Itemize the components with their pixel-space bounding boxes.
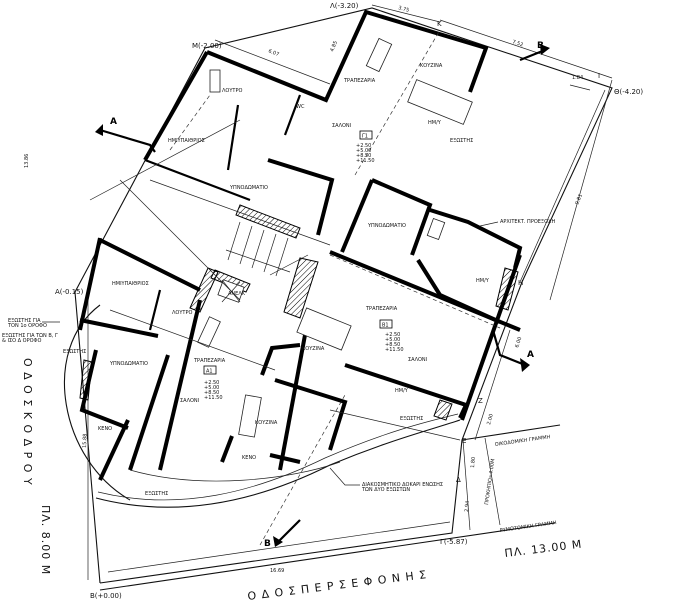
room-label: ΗΜ/Υ (428, 120, 442, 126)
room-label: ΚΟΥΖΙΝΑ (420, 63, 443, 69)
corner-point-labels: Α(-0.15) Β(+0.00) Γ(-5.87) Δ Ε Ζ Η Θ(-4.… (55, 2, 643, 600)
room-label: ΛΟΥΤΡΟ (222, 88, 242, 94)
room-label: ΗΜΙΥΠΑΙΘΡΙΟΣ (112, 281, 149, 287)
dimension: 15.88 (82, 434, 88, 449)
room-label: ΣΑΛΟΝΙ (332, 123, 351, 129)
unit-id: Β1 (382, 323, 389, 329)
level: +11.50 (385, 347, 404, 353)
dimension: 4.85 (329, 40, 339, 53)
level: +5.00 (385, 337, 400, 343)
section-a-right: A (527, 350, 534, 360)
street-width-left: ΠΛ. 8.00 Μ (39, 505, 52, 575)
level: +8.50 (356, 153, 371, 159)
room-label: ΚΕΝΟ (98, 426, 112, 432)
room-label: WC (296, 104, 305, 110)
dimension-texts: 3.75 7.52 6.07 4.85 1.84 9.81 6.00 2.00 … (24, 5, 584, 574)
building-line-label: ΟΙΚΟΔΟΜΙΚΗ ΓΡΑΜΜΗ (494, 434, 551, 448)
section-b-bottom: B (264, 539, 271, 549)
balcony-curves (63, 304, 461, 508)
room-label: ΤΡΑΠΕΖΑΡΙΑ (193, 358, 226, 364)
room-label: ΥΠΝΟΔΩΜΑΤΙΟ (109, 361, 148, 367)
section-b-top: B (537, 41, 544, 51)
level: +8.50 (204, 390, 219, 396)
room-label: ΕΞΩΣΤΗΣ (145, 491, 168, 497)
point-label: Λ(-3.20) (330, 2, 359, 10)
point-label: Θ(-4.20) (614, 88, 643, 96)
point-label: Η (518, 279, 523, 287)
level: +11.50 (204, 395, 223, 401)
dimension: 2.94 (464, 501, 471, 513)
level: +5.00 (356, 148, 371, 154)
point-label: Ζ (478, 397, 483, 405)
dimension-lines (89, 4, 591, 546)
room-label: ΥΠΝΟΔΩΜΑΤΙΟ (367, 223, 406, 229)
setback-label: ΠΡΟΚΗΠΙΟ=4.00Μ (484, 458, 496, 505)
unit-id: Α1 (206, 369, 213, 375)
street-line-label: ΡΥΜΟΤΟΜΙΚΗ ΓΡΑΜΜΗ (499, 520, 557, 534)
dimension: 2.00 (486, 413, 495, 425)
note: & ΙΣΟ Δ ΟΡΟΦΟ (2, 338, 41, 344)
street-name-left: Ο Δ Ο Σ Κ Ο Δ Ρ Ο Υ (21, 358, 34, 486)
room-label: ΚΟΥΖΙΝΑ (255, 420, 278, 426)
dimension: 6.07 (267, 48, 280, 58)
room-label: ΣΑΛΟΝΙ (408, 357, 427, 363)
point-label: Ι (598, 72, 600, 80)
dimension: 1.84 (572, 75, 583, 81)
dimension: 7.52 (511, 39, 523, 48)
dimension: 6.00 (514, 336, 523, 348)
furniture (197, 37, 473, 438)
room-label: ΚΟΥΖΙΝΑ (302, 346, 325, 352)
note: ΔΙΑΚΟΣΜΗΤΙΚΟ ΔΟΚΑΡΙ ΕΝΩΣΗΣ (362, 482, 443, 488)
dimension: 1.80 (470, 457, 477, 469)
room-label: ΣΑΛΟΝΙ (180, 398, 199, 404)
dimension: 9.81 (574, 193, 584, 206)
staircase (79, 204, 519, 421)
level: +2.50 (385, 332, 400, 338)
level: +5.00 (204, 385, 219, 391)
plot-boundary (74, 7, 613, 591)
room-label: ΗΜ/Υ (395, 388, 409, 394)
street-labels: Ο Δ Ο Σ Κ Ο Δ Ρ Ο Υ ΠΛ. 8.00 Μ Ο Δ Ο Σ Π… (21, 358, 583, 600)
point-label: Γ(-5.87) (440, 538, 468, 546)
note: ΑΡΧΙΤΕΚΤ. ΠΡΟΕΞΟΧΗ (500, 219, 555, 225)
point-label: Ε (462, 437, 466, 445)
room-label: ΕΞΩΣΤΗΣ (400, 416, 423, 422)
room-label: ΤΡΑΠΕΖΑΡΙΑ (365, 306, 398, 312)
note: ΤΩΝ ΔΥΟ ΕΞΩΣΤΩΝ (361, 487, 410, 493)
point-label: Κ (437, 20, 442, 28)
dimension: 16.69 (270, 568, 284, 574)
street-width-bottom: ΠΛ. 13.00 Μ (504, 538, 583, 560)
room-label: ΛΟΥΤΡΟ (172, 310, 192, 316)
dimension: 3.75 (397, 5, 409, 14)
dimension: 13.86 (24, 154, 30, 168)
level: +8.50 (385, 342, 400, 348)
unit-tags: Γ1 +2.50 +5.00 +8.50 +11.50 Β1 +2.50 +5.… (203, 130, 404, 401)
level: +2.50 (356, 143, 371, 149)
room-label: ΑΝΕΛΚ (228, 291, 246, 297)
room-label: ΥΠΝΟΔΩΜΑΤΙΟ (229, 185, 268, 191)
note: ΤΟΝ 1ο ΟΡΟΦΟ (7, 323, 47, 329)
level: +11.50 (356, 158, 375, 164)
section-markers: A A B B (95, 41, 550, 549)
level: +2.50 (204, 380, 219, 386)
room-label: ΕΞΩΣΤΗΣ (450, 138, 473, 144)
note: ΕΞΩΣΤΗΣ ΓΙΑ (8, 318, 41, 324)
point-label: Β(+0.00) (90, 592, 122, 600)
walls (78, 9, 523, 481)
note: ΕΞΩΣΤΗΣ ΓΙΑ ΤΩΝ Β, Γ (2, 333, 58, 339)
point-label: Α(-0.15) (55, 288, 84, 296)
point-label: Μ(-2.00) (192, 42, 222, 50)
section-a-left: A (110, 117, 117, 127)
point-label: Δ (456, 476, 461, 484)
unit-id: Γ1 (362, 134, 368, 140)
room-labels: ΛΟΥΤΡΟ WC ΗΜΙΥΠΑΙΘΡΙΟΣ ΥΠΝΟΔΩΜΑΤΙΟ ΤΡΑΠΕ… (63, 63, 490, 497)
room-label: ΗΜ/Υ (476, 278, 490, 284)
room-label: ΕΞΩΣΤΗΣ (63, 349, 86, 355)
room-label: ΗΜΙΥΠΑΙΘΡΙΟΣ (168, 138, 205, 144)
room-label: ΤΡΑΠΕΖΑΡΙΑ (343, 78, 376, 84)
room-label: ΚΕΝΟ (242, 455, 256, 461)
